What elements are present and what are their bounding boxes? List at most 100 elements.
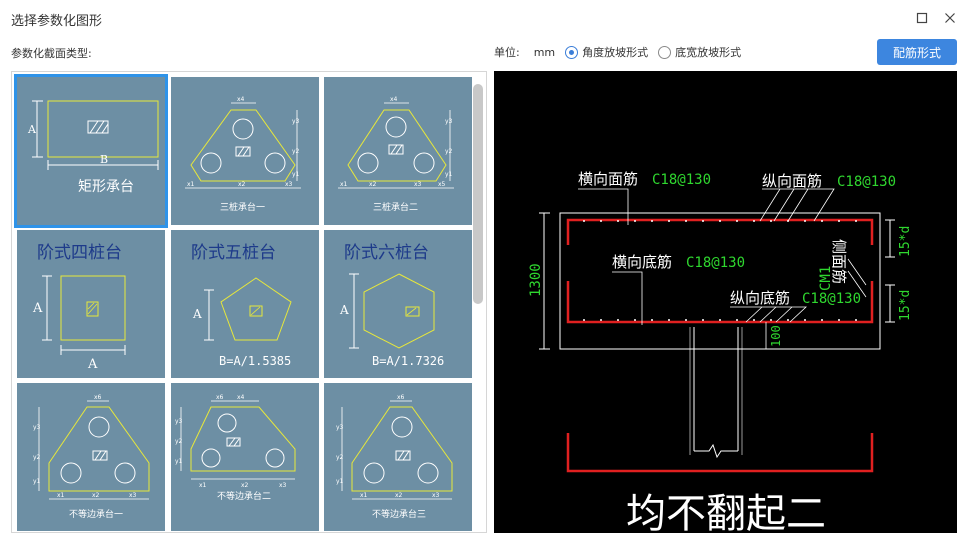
dim-label: x1	[360, 492, 368, 499]
rect-cap-drawing: A B 矩形承台	[27, 100, 159, 195]
three-pile-2-drawing: x4 y3 y2 y1 x1 x2 x3 x5 三桩承台二	[338, 96, 454, 213]
unit-row: 单位: mm 角度放坡形式 底宽放坡形式	[494, 43, 741, 61]
radio-angle-slope-label: 角度放坡形式	[582, 46, 649, 59]
dim-label: x4	[390, 96, 398, 103]
formula-label: B=A/1.7326	[372, 354, 444, 368]
dim-a-label: A	[192, 307, 202, 321]
dim-a-label: A	[339, 303, 349, 317]
stepped-five-pile-drawing: 阶式五桩台 A B=A/1.5385	[191, 243, 292, 368]
embed-dim: 100	[769, 325, 783, 347]
dim-label: x3	[279, 482, 287, 489]
unequal-cap-2-drawing: x6 x4 y3 y2 y1 x1 x2 x3 不等边承台二	[175, 394, 296, 502]
side-bar-label: 侧面筋	[830, 239, 848, 284]
dim-label: x1	[187, 181, 195, 188]
side-bar-spec: CM1	[818, 266, 834, 291]
radio-width-slope[interactable]: 底宽放坡形式	[658, 44, 741, 60]
dim-label: y3	[175, 418, 183, 425]
tile-name: 阶式四桩台	[37, 243, 122, 263]
unequal-cap-1-drawing: x6 y3 y2 y1 x1 x2 x3 不等边承台一	[33, 394, 150, 520]
preview-caption: 均不翻起二	[626, 491, 826, 533]
tile-unequal-cap-1[interactable]: x6 y3 y2 y1 x1 x2 x3 不等边承台一	[17, 383, 165, 531]
dim-label: y1	[175, 458, 183, 465]
dim-label: y3	[445, 118, 453, 125]
dim-label: y3	[336, 424, 344, 431]
dim-label: x2	[241, 482, 249, 489]
bottom-transverse-label: 横向底筋	[612, 253, 672, 271]
maximize-icon[interactable]	[913, 9, 931, 27]
bottom-longitudinal-label: 纵向底筋	[730, 289, 790, 307]
dim-label: x5	[438, 181, 446, 188]
radio-unchecked-icon	[658, 45, 672, 59]
dim-label: x6	[94, 394, 102, 401]
dim-a-label: A	[32, 301, 43, 316]
radio-checked-icon	[565, 45, 579, 59]
rebar-config-button[interactable]: 配筋形式	[877, 39, 957, 65]
gallery-scrollbar[interactable]	[473, 84, 483, 304]
tile-name: 矩形承台	[78, 179, 134, 195]
bottom-longitudinal-spec: C18@130	[802, 291, 861, 307]
tile-rect-cap[interactable]: A B 矩形承台	[14, 74, 168, 228]
radio-angle-slope[interactable]: 角度放坡形式	[565, 44, 648, 60]
tile-name: 三桩承台一	[220, 201, 265, 213]
tile-unequal-cap-2[interactable]: x6 x4 y3 y2 y1 x1 x2 x3 不等边承台二	[171, 383, 319, 531]
unit-value: mm	[533, 45, 556, 59]
dim-label: x2	[395, 492, 403, 499]
tile-stepped-four-pile[interactable]: 阶式四桩台 A A	[17, 230, 165, 378]
radio-width-slope-label: 底宽放坡形式	[675, 46, 742, 59]
dim-label: x1	[57, 492, 65, 499]
dim-label: x3	[432, 492, 440, 499]
stepped-six-pile-drawing: 阶式六桩台 A B=A/1.7326	[339, 243, 444, 368]
dim-label: x2	[92, 492, 100, 499]
three-pile-1-drawing: x4 y3 y2 y1 x1 x2 x3 三桩承台一	[185, 96, 301, 213]
dim-label: x6	[216, 394, 224, 401]
dim-label: x4	[237, 96, 245, 103]
top-longitudinal-label: 纵向面筋	[762, 172, 822, 190]
rebar-preview-drawing: 1300 15*d 15*d 100 横向面筋 C18@130 纵向面筋 C18…	[528, 170, 913, 533]
dim-label: y1	[292, 171, 300, 178]
dim-label: x4	[237, 394, 245, 401]
tile-stepped-six-pile[interactable]: 阶式六桩台 A B=A/1.7326	[324, 230, 472, 378]
dim-label: y1	[445, 171, 453, 178]
tile-name: 三桩承台二	[373, 201, 418, 213]
close-icon[interactable]	[941, 9, 959, 27]
dim-label: y2	[175, 438, 183, 445]
dim-label: x3	[285, 181, 293, 188]
dim-label: x3	[129, 492, 137, 499]
dim-label: y1	[336, 478, 344, 485]
tile-name: 阶式五桩台	[191, 243, 276, 263]
preview-canvas: 1300 15*d 15*d 100 横向面筋 C18@130 纵向面筋 C18…	[494, 71, 957, 533]
tile-name: 不等边承台一	[69, 508, 123, 520]
unequal-cap-3-drawing: x6 y3 y2 y1 x1 x2 x3 不等边承台三	[336, 394, 453, 520]
tile-unequal-cap-3[interactable]: x6 y3 y2 y1 x1 x2 x3 不等边承台三	[324, 383, 472, 531]
tile-name: 不等边承台三	[372, 508, 426, 520]
dim-label: y2	[33, 454, 41, 461]
anchor-top-dim: 15*d	[898, 226, 913, 257]
dim-label: x2	[369, 181, 377, 188]
dim-label: y2	[292, 148, 300, 155]
title-bar: 选择参数化图形	[0, 0, 966, 36]
formula-label: B=A/1.5385	[219, 354, 291, 368]
dim-label: x1	[199, 482, 207, 489]
dim-b-label: B	[100, 153, 108, 166]
tile-stepped-five-pile[interactable]: 阶式五桩台 A B=A/1.5385	[171, 230, 319, 378]
tile-name: 阶式六桩台	[344, 243, 429, 263]
dim-label: x6	[397, 394, 405, 401]
window-title: 选择参数化图形	[11, 14, 103, 29]
dim-label: y1	[33, 478, 41, 485]
dim-label: y2	[445, 148, 453, 155]
dim-b-label: A	[87, 357, 98, 372]
tile-name: 不等边承台二	[217, 490, 271, 502]
dim-label: x1	[340, 181, 348, 188]
bottom-transverse-spec: C18@130	[686, 255, 745, 271]
dim-a-label: A	[27, 123, 37, 136]
tile-three-pile-cap-1[interactable]: x4 y3 y2 y1 x1 x2 x3 三桩承台一	[171, 77, 319, 225]
dim-label: y3	[33, 424, 41, 431]
height-dim: 1300	[528, 263, 544, 297]
stepped-four-pile-drawing: 阶式四桩台 A A	[32, 243, 126, 372]
top-transverse-spec: C18@130	[652, 172, 711, 188]
top-longitudinal-spec: C18@130	[837, 174, 896, 190]
dim-label: x3	[414, 181, 422, 188]
tile-three-pile-cap-2[interactable]: x4 y3 y2 y1 x1 x2 x3 x5 三桩承台二	[324, 77, 472, 225]
dim-label: x2	[238, 181, 246, 188]
anchor-bottom-dim: 15*d	[898, 290, 913, 321]
